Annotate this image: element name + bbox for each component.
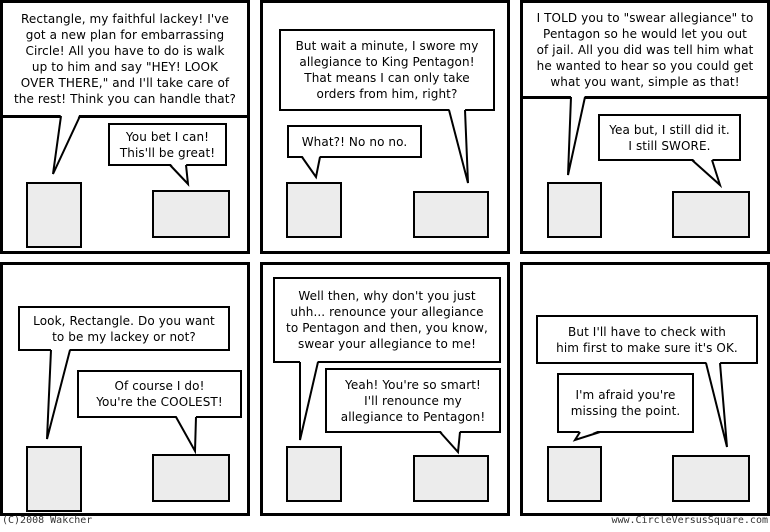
square-character: [26, 182, 82, 248]
speech-line: Yea but, I still did it.: [609, 122, 730, 137]
rectangle-character: [413, 455, 489, 502]
speech-bubble-reply: You bet I can! This'll be great!: [108, 123, 227, 166]
speech-line: orders from him, right?: [316, 87, 458, 101]
speech-bubble-reply: What?! No no no.: [287, 125, 422, 158]
speech-line: Of course I do!: [114, 379, 205, 393]
speech-line: I'm afraid you're: [575, 388, 676, 402]
speech-bubble-main: Rectangle, my faithful lackey! I've got …: [0, 0, 250, 118]
speech-line: what you want, simple as that!: [550, 74, 740, 89]
speech-line: got a new plan for embarrassing: [25, 28, 225, 42]
speech-line: I TOLD you to "swear allegiance" to: [536, 10, 754, 25]
square-character: [26, 446, 82, 512]
speech-line: to be my lackey or not?: [52, 329, 196, 344]
square-character: [547, 446, 602, 502]
square-character: [286, 182, 342, 238]
speech-bubble-main: I TOLD you to "swear allegiance" to Pent…: [520, 0, 770, 99]
speech-line: OVER THERE," and I'll take care of: [20, 76, 230, 90]
speech-line: But I'll have to check with: [568, 324, 726, 339]
speech-line: missing the point.: [570, 404, 681, 418]
speech-bubble-reply: Of course I do! You're the COOLEST!: [77, 370, 242, 418]
speech-line: to Pentagon and then, you know,: [286, 321, 488, 335]
speech-line: Rectangle, my faithful lackey! I've: [21, 12, 229, 26]
speech-bubble-main: Well then, why don't you just uhh... ren…: [273, 277, 501, 363]
speech-line: uhh... renounce your allegiance: [290, 305, 484, 319]
speech-line: But wait a minute, I swore my: [295, 39, 479, 53]
rectangle-character: [152, 454, 230, 502]
website-text: www.CircleVersusSquare.com: [611, 515, 768, 526]
speech-line: the rest! Think you can handle that?: [13, 92, 237, 106]
speech-bubble-reply: I'm afraid you're missing the point.: [557, 373, 694, 433]
speech-line: I'll renounce my: [364, 393, 462, 408]
rectangle-character: [672, 191, 750, 238]
speech-line: That means I can only take: [304, 71, 470, 85]
speech-bubble-main: But wait a minute, I swore my allegiance…: [279, 29, 495, 111]
speech-line: Pentagon so he would let you out: [543, 26, 747, 41]
rectangle-character: [152, 190, 230, 238]
speech-line: You're the COOLEST!: [96, 395, 223, 409]
speech-line: What?! No no no.: [301, 134, 408, 149]
speech-line: of jail. All you did was tell him what: [536, 42, 754, 57]
speech-line: Look, Rectangle. Do you want: [33, 313, 215, 328]
speech-line: Well then, why don't you just: [298, 289, 476, 303]
speech-line: This'll be great!: [119, 145, 216, 160]
rectangle-character: [413, 191, 489, 238]
speech-line: allegiance to Pentagon!: [340, 409, 486, 424]
speech-line: You bet I can!: [125, 129, 210, 144]
speech-bubble-reply: Yea but, I still did it. I still SWORE.: [598, 114, 741, 161]
square-character: [286, 446, 342, 502]
speech-line: swear your allegiance to me!: [297, 337, 476, 351]
speech-line: I still SWORE.: [628, 138, 711, 153]
speech-line: he wanted to hear so you could get: [536, 58, 754, 73]
speech-line: allegiance to King Pentagon!: [299, 55, 475, 69]
speech-bubble-reply: Yeah! You're so smart! I'll renounce my …: [325, 368, 501, 433]
speech-line: Yeah! You're so smart!: [345, 377, 481, 392]
speech-line: Circle! All you have to do is walk: [25, 44, 225, 58]
speech-line: up to him and say "HEY! LOOK: [31, 60, 219, 74]
square-character: [547, 182, 602, 238]
rectangle-character: [672, 455, 750, 502]
speech-bubble-main: But I'll have to check with him first to…: [536, 315, 758, 364]
speech-bubble-main: Look, Rectangle. Do you want to be my la…: [18, 306, 230, 351]
speech-line: him first to make sure it's OK.: [556, 340, 738, 355]
copyright-text: (C)2008 Wakcher: [2, 515, 93, 526]
